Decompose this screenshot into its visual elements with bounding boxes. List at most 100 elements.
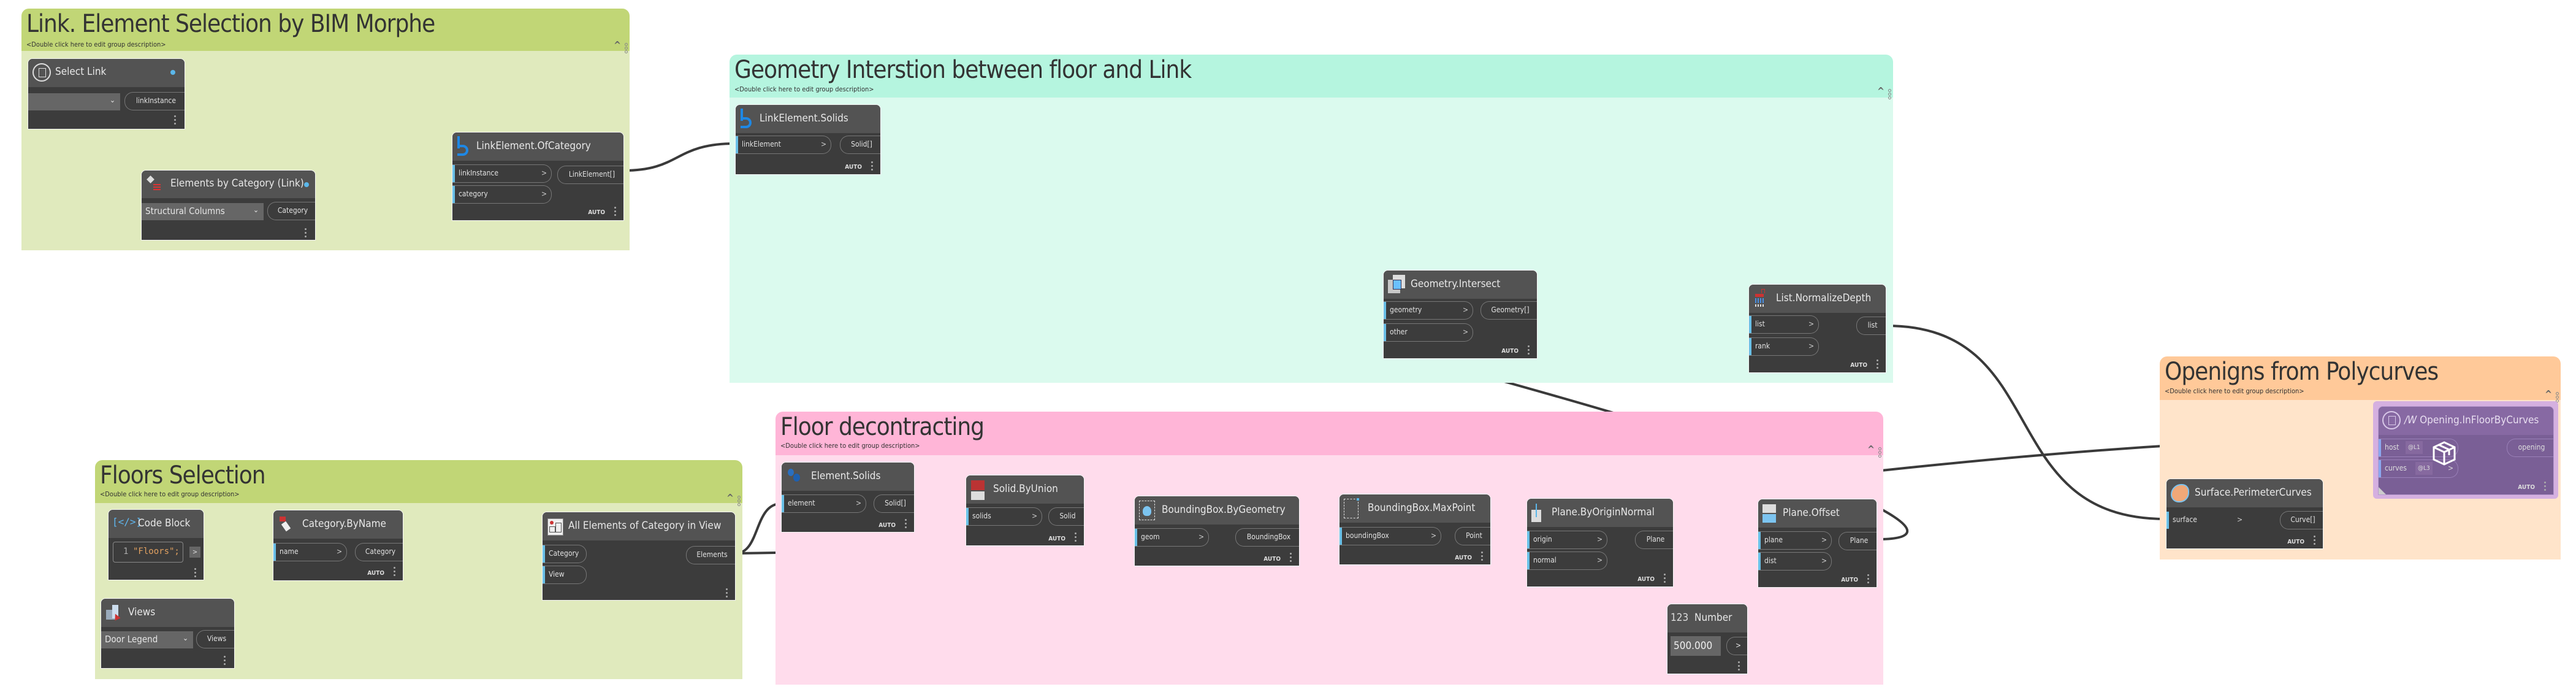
input-port[interactable]: element> [782,494,866,513]
output-port[interactable]: Category [267,202,315,220]
node-menu-icon[interactable] [1075,532,1077,544]
node-geometry-intersect[interactable]: Geometry.Intersect geometry> other> Geom… [1383,270,1538,359]
input-port[interactable]: curves @L3 > [2379,459,2458,478]
collapse-icon[interactable]: ^ [2544,388,2552,400]
group-title[interactable]: Floors Selection [100,461,266,490]
node-element-solids[interactable]: Element.Solids element> Solid[] AUTO [781,462,915,532]
lacing-label[interactable]: AUTO [878,522,896,529]
input-port[interactable]: surface> [2166,511,2247,529]
lacing-label[interactable]: AUTO [845,164,862,171]
group-menu-icon[interactable] [1888,89,1891,100]
output-port[interactable]: Curve[] [2280,511,2323,529]
group-header[interactable] [730,55,1893,98]
input-port[interactable]: host @L1 [2379,439,2458,457]
group-title[interactable]: Geometry Interstion between floor and Li… [734,56,1192,84]
node-opening-infloorbycurves[interactable]: /W Opening.InFloorByCurves host @L1 curv… [2378,406,2554,495]
node-menu-icon[interactable] [174,115,176,126]
node-menu-icon[interactable] [726,588,728,599]
node-header[interactable] [966,475,1084,504]
code-editor[interactable]: 1 "Floors"; [113,542,183,563]
group-menu-icon[interactable] [1878,447,1881,458]
node-menu-icon[interactable] [905,519,907,530]
node-views[interactable]: Views Door Legend ⌄ Views [101,598,235,669]
node-boundingbox-bygeometry[interactable]: BoundingBox.ByGeometry geom> BoundingBox… [1134,496,1300,566]
node-surface-perimetercurves[interactable]: Surface.PerimeterCurves surface> Curve[]… [2166,479,2323,549]
output-port[interactable]: Category [355,543,403,561]
node-header[interactable] [1667,604,1747,632]
lacing-label[interactable]: AUTO [1841,577,1858,583]
list-level[interactable]: @L1 [2406,441,2423,454]
list-level[interactable]: @L3 [2415,462,2433,475]
node-plane-byoriginnormal[interactable]: Plane.ByOriginNormal origin> normal> Pla… [1526,498,1674,587]
lacing-label[interactable]: AUTO [1501,348,1519,355]
output-port[interactable]: Views [196,630,234,648]
input-port[interactable]: normal> [1527,552,1607,570]
group-description[interactable]: <Double click here to edit group descrip… [734,85,874,93]
output-port[interactable]: Plane [1839,532,1877,550]
node-header[interactable] [1527,499,1673,527]
node-header[interactable] [1135,496,1299,525]
collapse-icon[interactable]: ^ [613,39,621,51]
output-port[interactable]: Elements [686,546,735,564]
group-header[interactable] [21,9,630,51]
node-list-normalizedepth[interactable]: List.NormalizeDepth list> rank> list AUT… [1748,284,1886,373]
group-menu-icon[interactable] [625,43,628,54]
node-menu-icon[interactable] [305,228,307,239]
output-port[interactable]: Solid[] [840,136,880,154]
views-dropdown[interactable]: Door Legend ⌄ [101,631,193,648]
node-menu-icon[interactable] [1481,552,1483,563]
node-linkelement-solids[interactable]: LinkElement.Solids linkElement> Solid[] … [735,104,881,175]
lacing-label[interactable]: AUTO [1263,556,1281,563]
node-menu-icon[interactable] [1664,574,1666,585]
wire[interactable] [623,142,736,172]
node-header[interactable] [101,599,234,627]
input-port[interactable]: rank> [1749,337,1819,356]
collapse-icon[interactable]: ^ [1867,444,1875,455]
group-description[interactable]: <Double click here to edit group descrip… [26,40,166,48]
output-port[interactable]: linkInstance [124,92,185,110]
lacing-label[interactable]: AUTO [367,570,384,577]
output-port[interactable]: Geometry[] [1480,301,1537,320]
node-boundingbox-maxpoint[interactable]: BoundingBox.MaxPoint boundingBox> Point … [1339,494,1491,565]
lacing-label[interactable]: AUTO [1850,362,1867,369]
group-header[interactable] [775,412,1883,455]
output-port[interactable]: list [1856,317,1886,335]
node-menu-icon[interactable] [1528,345,1530,356]
node-header[interactable] [273,510,403,539]
output-port[interactable]: Plane [1635,531,1673,549]
group-title[interactable]: Link. Element Selection by BIM Morphe [26,10,435,38]
node-header[interactable] [1749,285,1886,313]
lacing-label[interactable]: AUTO [2287,539,2304,545]
node-header[interactable] [2166,479,2323,507]
node-menu-icon[interactable] [1738,661,1740,672]
input-port[interactable]: dist> [1758,552,1832,571]
node-header[interactable] [782,463,914,491]
node-header[interactable] [142,171,315,198]
output-port[interactable]: BoundingBox [1235,528,1299,547]
output-port[interactable]: LinkElement[] [557,166,623,184]
input-port[interactable]: solids> [966,507,1042,526]
node-header[interactable] [28,59,185,87]
input-port[interactable]: origin> [1527,531,1607,549]
number-input[interactable]: 500.000 [1671,636,1721,656]
wire[interactable] [735,502,782,555]
output-port[interactable]: > [189,547,200,558]
output-port[interactable]: opening [2507,439,2553,457]
node-select-link[interactable]: Select Link ⌄ linkInstance [28,58,185,129]
output-port[interactable]: > [1726,637,1747,655]
lacing-label[interactable]: AUTO [1637,576,1655,583]
group-header[interactable] [95,460,742,503]
node-number[interactable]: 123 Number 500.000 > [1667,604,1748,674]
input-port[interactable]: plane> [1758,531,1832,550]
node-category-byname[interactable]: Category.ByName name> Category AUTO [273,510,403,581]
lacing-label[interactable]: AUTO [588,209,605,216]
input-port[interactable]: category> [452,185,552,204]
group-geometry-intersection[interactable]: Geometry Interstion between floor and Li… [730,55,1893,383]
node-header[interactable] [1339,494,1490,523]
input-port[interactable]: other> [1384,323,1473,342]
node-menu-icon[interactable] [871,161,873,172]
node-menu-icon[interactable] [614,207,616,218]
node-header[interactable] [1384,271,1537,299]
input-port[interactable]: linkElement> [736,136,831,154]
group-title[interactable]: Floor decontracting [780,413,985,441]
